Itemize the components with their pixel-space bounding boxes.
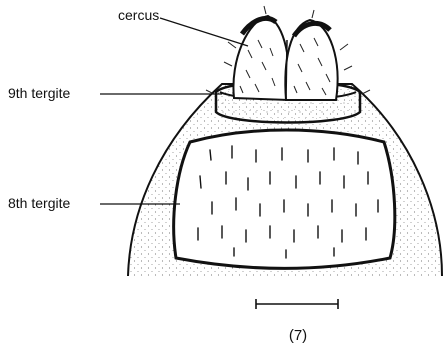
eighth-tergite-shape [174, 130, 395, 269]
label-cercus: cercus [118, 7, 159, 23]
scale-bar [256, 299, 338, 309]
leader-cercus [160, 18, 248, 46]
label-ninth-tergite: 9th tergite [8, 85, 70, 101]
figure-number: (7) [289, 327, 307, 344]
label-eighth-tergite: 8th tergite [8, 195, 70, 211]
